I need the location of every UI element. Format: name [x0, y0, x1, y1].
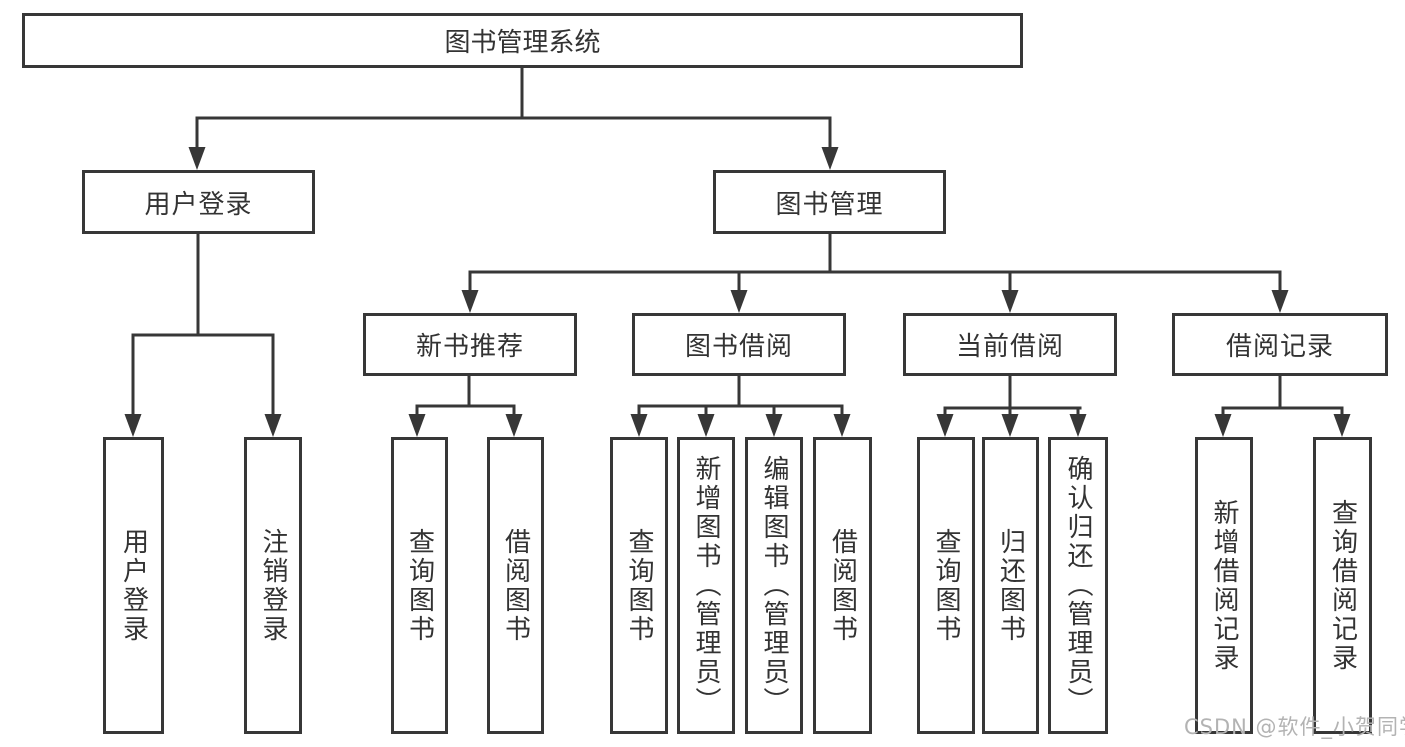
node-library-management-system: 图书管理系统	[22, 13, 1023, 68]
node-book-borrowing: 图书借阅	[632, 313, 846, 376]
node-new-book-recommendation: 新书推荐	[363, 313, 577, 376]
leaf-add-books-admin: 新增图书（管理员）	[677, 437, 735, 734]
leaf-query-books-borrowing: 查询图书	[610, 437, 668, 734]
leaf-label: 借阅图书	[500, 527, 531, 644]
node-label: 用户登录	[144, 189, 253, 220]
leaf-edit-books-admin: 编辑图书（管理员）	[745, 437, 803, 734]
node-label: 图书管理系统	[444, 28, 601, 58]
leaf-logout: 注销登录	[244, 437, 302, 734]
leaf-label: 确认归还（管理员）	[1063, 455, 1093, 716]
node-label: 借阅记录	[1225, 332, 1334, 362]
leaf-label: 新增借阅记录	[1209, 498, 1239, 673]
leaf-confirm-return-admin: 确认归还（管理员）	[1048, 437, 1108, 734]
node-label: 图书管理	[775, 189, 884, 220]
leaf-label: 归还图书	[995, 527, 1026, 644]
leaf-label: 查询借阅记录	[1327, 498, 1358, 673]
node-borrowing-records: 借阅记录	[1172, 313, 1388, 376]
node-label: 图书借阅	[684, 332, 793, 362]
node-label: 当前借阅	[955, 332, 1064, 362]
leaf-label: 注销登录	[258, 527, 288, 644]
leaf-query-books-current: 查询图书	[917, 437, 975, 734]
leaf-label: 查询图书	[624, 527, 654, 644]
leaf-label: 用户登录	[118, 527, 149, 644]
leaf-borrow-books-borrowing: 借阅图书	[813, 437, 872, 734]
leaf-label: 查询图书	[931, 527, 961, 644]
leaf-query-books-recommend: 查询图书	[391, 437, 448, 734]
node-user-login: 用户登录	[82, 170, 315, 234]
node-current-borrowing: 当前借阅	[903, 313, 1117, 376]
leaf-add-borrow-record: 新增借阅记录	[1195, 437, 1253, 734]
leaf-user-login: 用户登录	[103, 437, 164, 734]
leaf-label: 新增图书（管理员）	[691, 455, 721, 716]
leaf-label: 编辑图书（管理员）	[759, 455, 789, 716]
leaf-label: 查询图书	[404, 527, 435, 644]
csdn-watermark: CSDN @软件_小贺同学	[1184, 715, 1405, 739]
leaf-return-books: 归还图书	[982, 437, 1039, 734]
node-book-management: 图书管理	[713, 170, 946, 234]
leaf-query-borrow-record: 查询借阅记录	[1313, 437, 1372, 734]
leaf-borrow-books-recommend: 借阅图书	[487, 437, 544, 734]
leaf-label: 借阅图书	[827, 527, 858, 644]
node-label: 新书推荐	[415, 332, 524, 362]
